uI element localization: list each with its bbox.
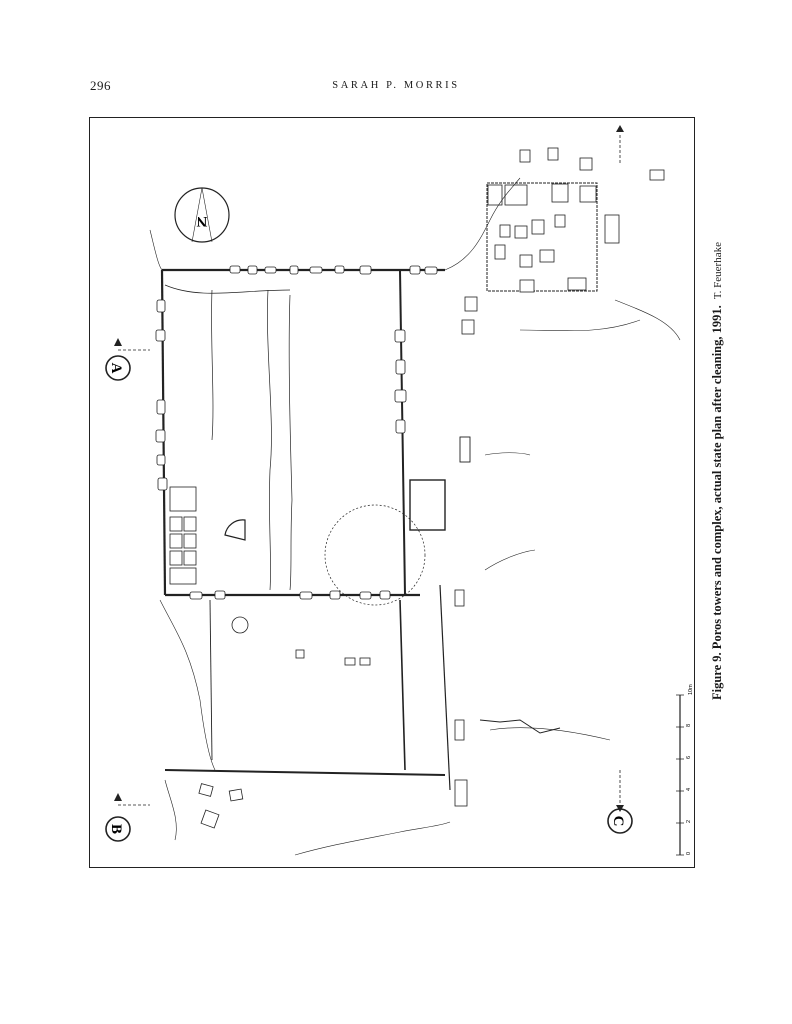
scale-tick-2: 2	[686, 820, 692, 823]
scale-bar: 0 2 4 6 8 10m	[686, 684, 694, 855]
svg-text:N: N	[196, 213, 207, 229]
section-label-c: C	[610, 816, 626, 827]
section-label-b: B	[108, 824, 124, 834]
scale-tick-0: 0	[686, 852, 692, 855]
page-number: 296	[90, 78, 111, 93]
caption-main: Figure 9. Poros towers and complex, actu…	[710, 305, 724, 700]
figure-frame	[89, 117, 695, 868]
scale-tick-4: 4	[686, 788, 692, 791]
north-label: N	[196, 213, 207, 229]
scale-tick-6: 6	[686, 756, 692, 759]
section-label-a: A	[108, 363, 124, 374]
scale-tick-10m: 10m	[688, 684, 694, 695]
scale-tick-8: 8	[686, 724, 692, 727]
figure-caption: Figure 9. Poros towers and complex, actu…	[710, 242, 725, 700]
caption-credit: T. Feuerhake	[712, 242, 724, 300]
running-head: SARAH P. MORRIS	[332, 80, 460, 91]
